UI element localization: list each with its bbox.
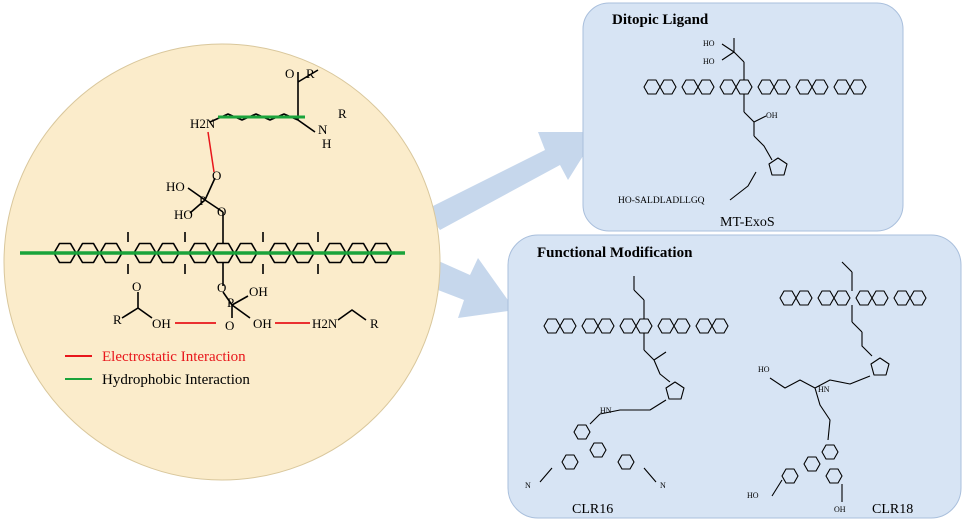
atom-oh-bot2: OH <box>253 316 272 331</box>
atom-r-lys: R <box>306 66 315 81</box>
clr18-label: CLR18 <box>872 502 913 517</box>
atom-p-top: P <box>199 193 206 208</box>
atom-o-bot2: O <box>225 318 234 333</box>
atom-o-lys: O <box>285 66 294 81</box>
atom-r-lys2: R <box>338 106 347 121</box>
atom-oh-bot: OH <box>249 284 268 299</box>
atom-oh-clr18: OH <box>834 505 846 514</box>
atom-oh-dit: OH <box>766 111 778 120</box>
legend-label-hydrophobic: Hydrophobic Interaction <box>102 372 250 388</box>
main-molecule: O P O HO HO H2N O R N H R O P O OH OH R … <box>20 66 405 333</box>
atom-r-acid: R <box>113 312 122 327</box>
arrow-to-functional <box>425 255 515 318</box>
ditopic-molecule: HO-SALDLADLLGQ HO HO OH <box>618 38 867 206</box>
legend-label-electrostatic: Electrostatic Interaction <box>102 349 246 365</box>
atom-hn-clr18: HN <box>818 385 830 394</box>
functional-title: Functional Modification <box>537 245 693 261</box>
legend: Electrostatic Interaction Hydrophobic In… <box>65 349 250 388</box>
atom-ho-clr18b: HO <box>758 365 770 374</box>
atom-ho-dit2: HO <box>703 57 715 66</box>
atom-r-amine: R <box>370 316 379 331</box>
ditopic-peptide: HO-SALDLADLLGQ <box>618 196 705 206</box>
atom-o-top: O <box>217 204 226 219</box>
ditopic-title: Ditopic Ligand <box>612 12 709 28</box>
atom-h2n-amine: H2N <box>312 316 338 331</box>
functional-panel <box>507 234 962 519</box>
atom-o-bot: O <box>217 280 226 295</box>
atom-oh-acid: OH <box>152 316 171 331</box>
atom-h2n-lys: H2N <box>190 116 216 131</box>
clr16-molecule: N N HN <box>525 276 729 490</box>
atom-p-bot: P <box>227 295 234 310</box>
ditopic-compound-label: MT-ExoS <box>720 215 775 230</box>
atom-hn-clr16: HN <box>600 406 612 415</box>
atom-ho-top: HO <box>166 179 185 194</box>
clr18-molecule: HO OH HN HO <box>747 261 927 514</box>
electrostatic-line-top <box>207 131 215 173</box>
atom-o-acid: O <box>132 279 141 294</box>
atom-n-clr16a: N <box>525 481 531 490</box>
atom-h-lys: H <box>322 136 331 151</box>
atom-ho-clr18: HO <box>747 491 759 500</box>
atom-o-top2: O <box>212 168 221 183</box>
arrow-to-ditopic <box>425 132 598 230</box>
ditopic-panel <box>582 2 904 232</box>
atom-ho-dit: HO <box>703 39 715 48</box>
atom-n-clr16b: N <box>660 481 666 490</box>
atom-n-lys: N <box>318 122 328 137</box>
atom-ho-top2: HO <box>174 207 193 222</box>
clr16-label: CLR16 <box>572 502 613 517</box>
